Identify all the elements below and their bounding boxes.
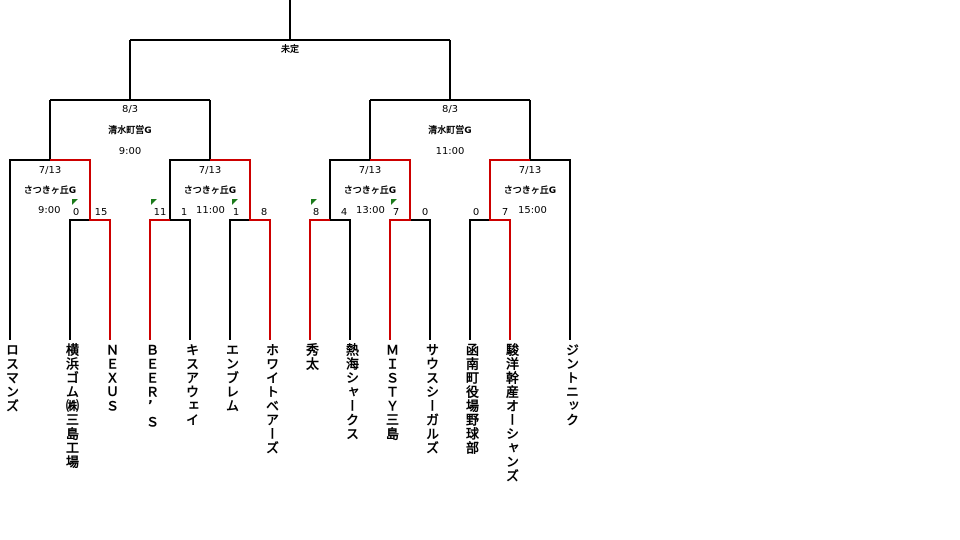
r1-3-right-score: 8 — [260, 207, 268, 218]
team-name: ロスマンズ — [3, 343, 18, 413]
qf2-winner-path — [210, 159, 271, 340]
r1-3-left-score: 1 — [232, 207, 240, 218]
flag-icon — [72, 199, 78, 205]
flag-icon — [232, 199, 238, 205]
team-name: ホワイトベアーズ — [263, 343, 278, 455]
qf1-date: 7/13 — [38, 165, 62, 176]
r1-2-left-score: 11 — [153, 207, 167, 218]
semi2-time: 11:00 — [435, 146, 465, 157]
team-name: サウスシーガルズ — [423, 343, 438, 455]
qf1-left — [9, 159, 50, 340]
qf1-venue: さつきヶ丘G — [23, 186, 77, 196]
qf3-left — [329, 159, 370, 220]
team-name: キスアウェイ — [183, 343, 198, 427]
r1-5-right-score: 0 — [421, 207, 429, 218]
qf1-winner-path — [50, 159, 111, 340]
team-name: ＭＩＳＴＹ三島 — [383, 343, 398, 441]
qf4-venue: さつきヶ丘G — [503, 186, 557, 196]
r1-4-right-score: 4 — [340, 207, 348, 218]
qf3-venue: さつきヶ丘G — [343, 186, 397, 196]
bracket-lines-winner — [50, 159, 530, 340]
r1-5-left-score: 7 — [392, 207, 400, 218]
team-name: エンブレム — [223, 343, 238, 413]
team-name: ジントニック — [563, 343, 578, 427]
qf3-winner-path — [370, 159, 411, 340]
team-name: ＮＥＸＵＳ — [103, 343, 118, 413]
bracket-lines-black — [9, 0, 571, 340]
r1-6-left — [469, 219, 490, 340]
flag-icon — [391, 199, 397, 205]
qf2-date: 7/13 — [198, 165, 222, 176]
qf2-venue: さつきヶ丘G — [183, 186, 237, 196]
team-name: 駿洋幹産オーシャンズ — [503, 343, 518, 483]
team-name: 函南町役場野球部 — [463, 343, 478, 455]
r1-2-winner-path — [149, 219, 170, 340]
r1-3-left — [229, 219, 250, 340]
team-name: 横浜ゴム㈱三島工場 — [63, 343, 78, 469]
flag-icon — [151, 199, 157, 205]
qf3-date: 7/13 — [358, 165, 382, 176]
semi1-venue: 清水町営G — [108, 126, 152, 136]
r1-6-left-score: 0 — [472, 207, 480, 218]
semi2-date: 8/3 — [441, 104, 459, 115]
team-name: 熱海シャークス — [343, 343, 358, 441]
r1-2-right-score: 1 — [180, 207, 188, 218]
qf4-time: 15:00 — [518, 205, 547, 216]
final-venue: 未定 — [280, 45, 300, 55]
semi2-venue: 清水町営G — [428, 126, 472, 136]
team-name: ＢＥＥＲ’Ｓ — [143, 343, 158, 429]
qf4-right — [530, 159, 571, 340]
flag-icon — [311, 199, 317, 205]
qf2-time: 11:00 — [196, 205, 225, 216]
r1-2-right — [170, 219, 191, 340]
team-name: 秀太 — [303, 343, 318, 371]
qf2-left — [169, 159, 210, 220]
r1-1-left — [69, 219, 90, 340]
semi1-date: 8/3 — [121, 104, 139, 115]
r1-4-left-score: 8 — [312, 207, 320, 218]
qf4-winner-path — [489, 159, 530, 340]
r1-5-right — [410, 219, 431, 340]
r1-4-right — [330, 219, 351, 340]
r1-1-right-score: 15 — [94, 207, 108, 218]
r1-4-winner-path — [309, 219, 330, 340]
qf3-time: 13:00 — [356, 205, 385, 216]
qf1-time: 9:00 — [38, 205, 61, 216]
r1-6-right-score: 7 — [501, 207, 509, 218]
r1-1-left-score: 0 — [72, 207, 80, 218]
semi1-time: 9:00 — [118, 146, 142, 157]
qf4-date: 7/13 — [518, 165, 542, 176]
